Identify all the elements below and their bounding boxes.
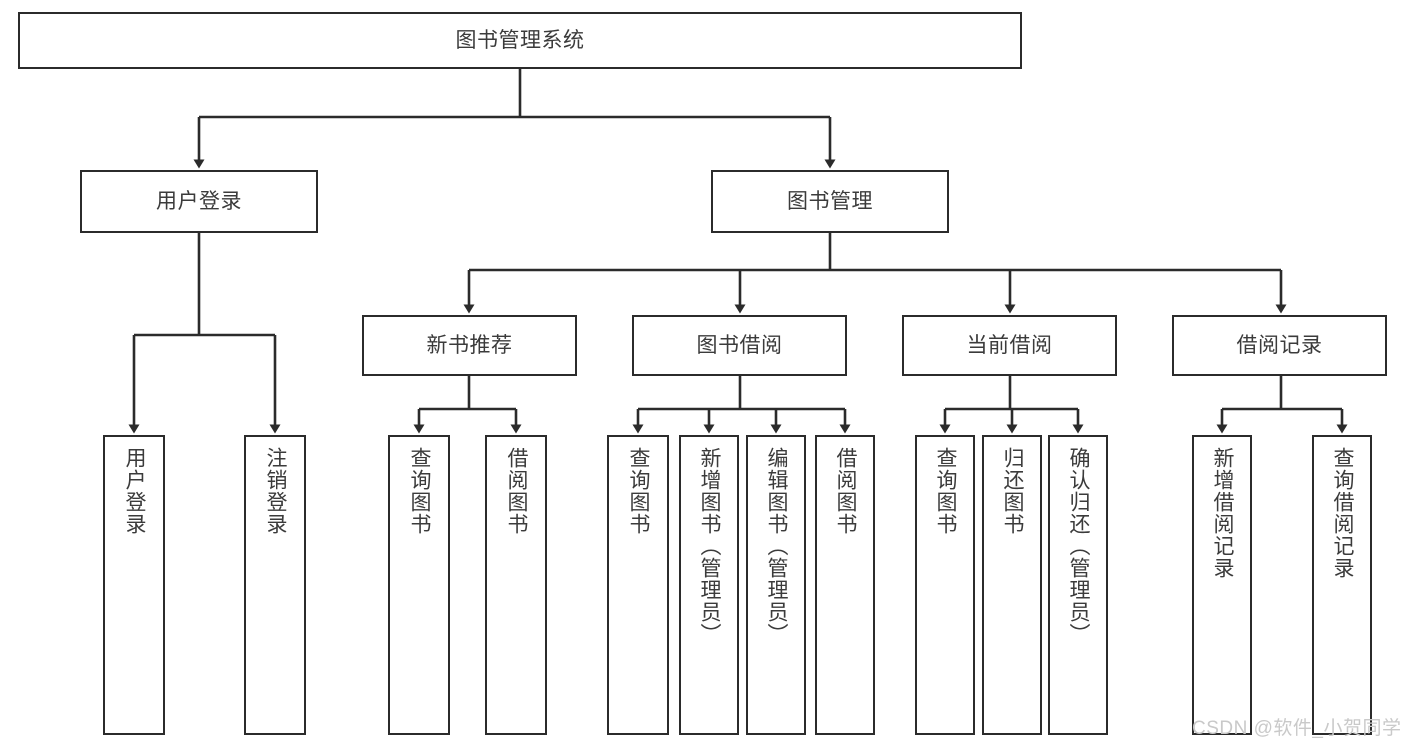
node-root-label: 图书管理系统 [455,28,585,52]
leaf-user-login-1[interactable]: 用户登录 [103,435,165,735]
leaf-user-login-1-label: 用户登录 [123,447,147,535]
leaf-borrow-record-2-label: 查询借阅记录 [1331,447,1355,579]
leaf-book-borrow-2[interactable]: 新增图书（管理员） [679,435,739,735]
leaf-current-borrow-3-label: 确认归还（管理员） [1067,447,1091,645]
leaf-borrow-record-1-label: 新增借阅记录 [1211,447,1235,579]
node-root[interactable]: 图书管理系统 [18,12,1022,69]
leaf-user-login-2[interactable]: 注销登录 [244,435,306,735]
node-book-management-label: 图书管理 [787,189,873,213]
node-borrow-record[interactable]: 借阅记录 [1172,315,1387,376]
leaf-borrow-record-2[interactable]: 查询借阅记录 [1312,435,1372,735]
leaf-book-borrow-3-label: 编辑图书（管理员） [765,447,789,645]
leaf-new-book-1-label: 查询图书 [408,447,432,535]
leaf-book-borrow-3[interactable]: 编辑图书（管理员） [746,435,806,735]
leaf-borrow-record-1[interactable]: 新增借阅记录 [1192,435,1252,735]
node-book-management[interactable]: 图书管理 [711,170,949,233]
leaf-user-login-2-label: 注销登录 [264,447,288,535]
node-new-book-recommend[interactable]: 新书推荐 [362,315,577,376]
leaf-new-book-2-label: 借阅图书 [505,447,529,535]
node-user-login-label: 用户登录 [156,189,242,213]
node-new-book-recommend-label: 新书推荐 [426,333,513,357]
leaf-current-borrow-2-label: 归还图书 [1001,447,1025,535]
node-current-borrow-label: 当前借阅 [966,333,1053,357]
node-borrow-record-label: 借阅记录 [1236,333,1323,357]
leaf-book-borrow-4-label: 借阅图书 [834,447,858,535]
node-book-borrow-label: 图书借阅 [696,333,783,357]
leaf-book-borrow-1-label: 查询图书 [627,447,651,535]
leaf-book-borrow-2-label: 新增图书（管理员） [698,447,722,645]
node-current-borrow[interactable]: 当前借阅 [902,315,1117,376]
leaf-current-borrow-1-label: 查询图书 [934,447,958,535]
leaf-book-borrow-1[interactable]: 查询图书 [607,435,669,735]
leaf-current-borrow-3[interactable]: 确认归还（管理员） [1048,435,1108,735]
leaf-new-book-1[interactable]: 查询图书 [388,435,450,735]
node-book-borrow[interactable]: 图书借阅 [632,315,847,376]
leaf-new-book-2[interactable]: 借阅图书 [485,435,547,735]
leaf-current-borrow-2[interactable]: 归还图书 [982,435,1042,735]
leaf-book-borrow-4[interactable]: 借阅图书 [815,435,875,735]
leaf-current-borrow-1[interactable]: 查询图书 [915,435,975,735]
node-user-login[interactable]: 用户登录 [80,170,318,233]
